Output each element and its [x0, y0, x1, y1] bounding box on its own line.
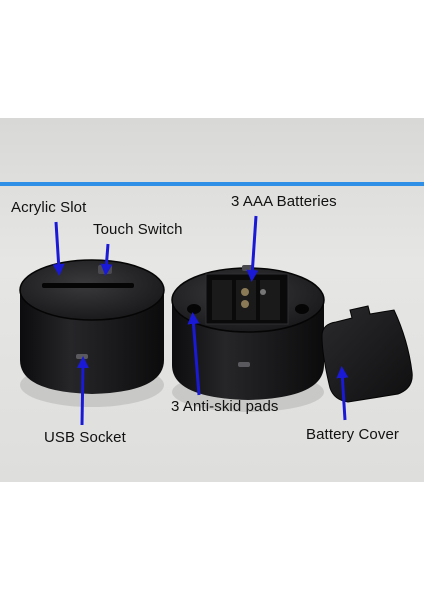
- acrylic-slot: [42, 283, 134, 288]
- arrow-acrylic-slot: [52, 221, 65, 276]
- label-battery-cover: Battery Cover: [306, 426, 399, 443]
- label-acrylic-slot: Acrylic Slot: [11, 199, 87, 216]
- battery-cover: [321, 305, 413, 403]
- label-usb-socket: USB Socket: [44, 429, 126, 446]
- arrow-usb-socket: [76, 356, 89, 426]
- label-touch-switch: Touch Switch: [93, 221, 183, 238]
- anti-skid-pad-1: [187, 304, 201, 314]
- right-base: [171, 265, 325, 412]
- left-base: [19, 259, 165, 407]
- usb-socket: [76, 354, 88, 359]
- arrow-aaa-batteries: [246, 215, 259, 282]
- label-aaa-batteries: 3 AAA Batteries: [231, 193, 337, 210]
- annotation-arrows: [52, 215, 349, 426]
- anti-skid-pad-2: [295, 304, 309, 314]
- label-anti-skid-pads: 3 Anti-skid pads: [171, 398, 279, 415]
- arrow-anti-skid-pads: [187, 312, 201, 396]
- accent-divider-line: [0, 182, 424, 186]
- usb-socket-right: [238, 362, 250, 367]
- arrow-touch-switch: [100, 243, 113, 276]
- arrow-battery-cover: [336, 366, 349, 421]
